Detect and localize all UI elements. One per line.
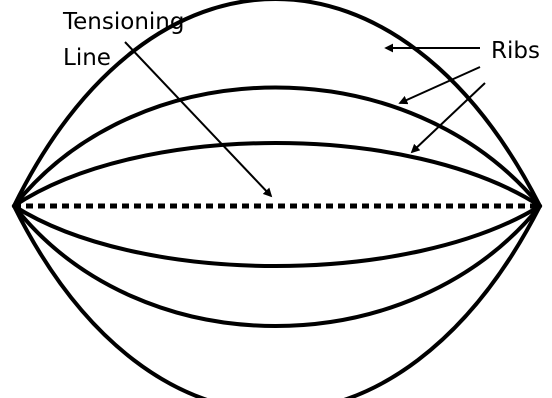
rib-lower-outer [12, 204, 542, 398]
rib-upper-outer [12, 0, 542, 208]
ribs-pointer-arrow-middle [398, 66, 481, 105]
ribs-pointer-arrow-inner [410, 82, 486, 154]
tensioning-line-label-1: Tensioning [62, 9, 184, 35]
tensioning-line-label-2: Line [63, 45, 111, 71]
rib-lower-middle [12, 204, 542, 328]
rib-upper-middle [12, 85, 542, 208]
rib-upper-inner [12, 141, 542, 208]
tensioning-line-pointer-arrow [124, 41, 273, 198]
ribs-label: Ribs [491, 38, 540, 64]
rib-lower-inner [12, 204, 542, 268]
